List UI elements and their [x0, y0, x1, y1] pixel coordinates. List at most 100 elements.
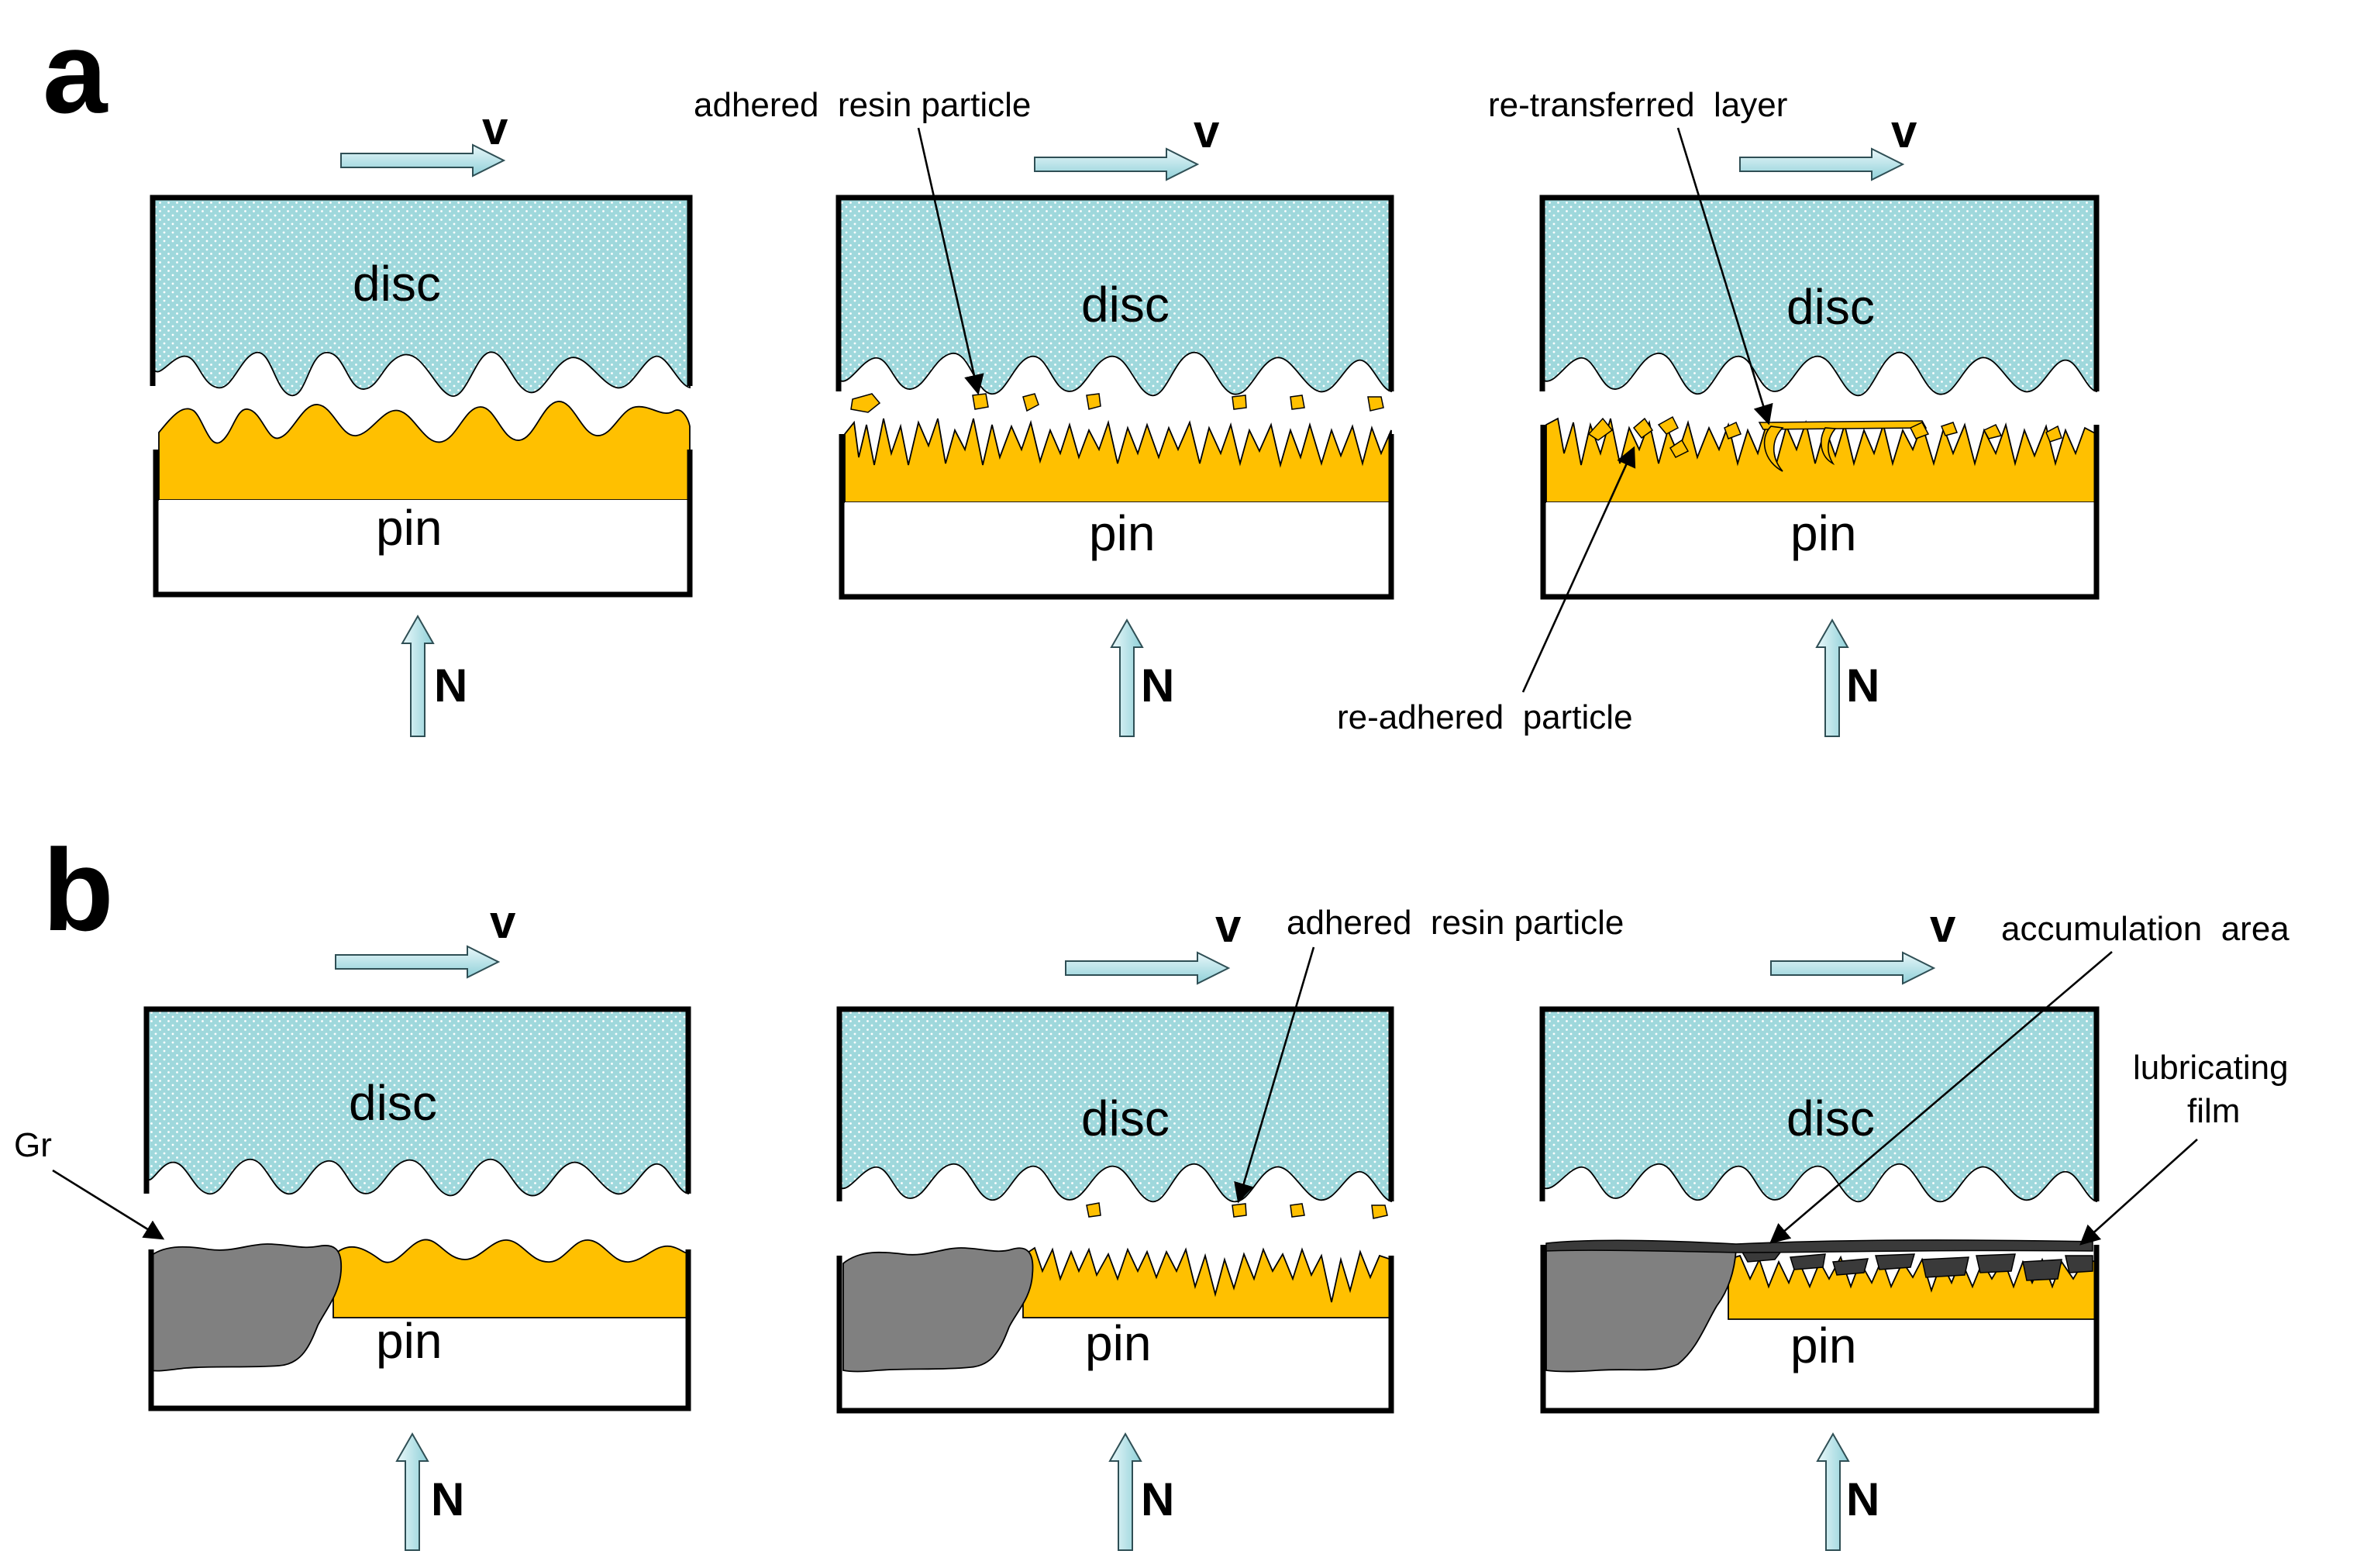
pin-label: pin: [376, 1313, 442, 1369]
normal-force-arrow: [401, 614, 435, 737]
particle: [1290, 395, 1305, 410]
particle: [1669, 439, 1690, 458]
graphite-region: [1545, 1249, 1737, 1373]
debris: [1875, 1253, 1916, 1270]
disc-body: [152, 197, 691, 398]
re-transferred-layer: [1758, 420, 1928, 430]
velocity-label: v: [1194, 105, 1220, 157]
particle: [1371, 1204, 1388, 1219]
particle: [972, 393, 989, 410]
disc-body: [1542, 1008, 2097, 1203]
pin-body: [159, 500, 690, 594]
re-adhered-particles: [1587, 415, 2062, 458]
leader-line: [2079, 1139, 2198, 1246]
leader-line: [1769, 951, 2113, 1244]
particle: [1232, 395, 1247, 410]
debris: [1921, 1256, 1969, 1278]
disc-outline: [143, 1006, 691, 1194]
resin-layer: [332, 1239, 689, 1318]
disc-outline: [1539, 195, 2100, 391]
particle: [1232, 1203, 1247, 1218]
annotation-re-transferred-layer: re-transferred layer: [1488, 86, 1787, 124]
normal-force-label: N: [434, 660, 467, 712]
annotation-lubricating-film-line1: lubricating: [2133, 1049, 2289, 1087]
pin-body: [1546, 502, 2096, 597]
leader-line: [52, 1169, 165, 1240]
adhered-particles: [850, 393, 1384, 413]
particle: [1940, 422, 1958, 436]
particle: [1983, 424, 2003, 439]
disc-body: [146, 1008, 689, 1197]
velocity-arrow: [1034, 147, 1200, 181]
pin-outline: [836, 1256, 1394, 1414]
pin-outline: [153, 450, 693, 598]
disc-body: [838, 197, 1392, 396]
particle: [1657, 415, 1679, 435]
pin-outline: [839, 434, 1394, 600]
annotation-re-adhered-particle: re-adhered particle: [1337, 698, 1633, 736]
state-b2: v disc pin N adhered resin particle: [836, 900, 1624, 1551]
debris: [1976, 1253, 2016, 1273]
disc-label: disc: [1786, 1091, 1875, 1146]
pin-label: pin: [1085, 1315, 1151, 1371]
resin-layer: [1022, 1246, 1392, 1318]
annotation-adhered-resin-particle: adhered resin particle: [694, 86, 1031, 124]
re-transferred-flake: [1821, 427, 1837, 466]
pin-outline: [148, 1249, 691, 1411]
re-transferred-flake: [1763, 426, 1784, 472]
pin-label: pin: [376, 500, 442, 556]
panel-letter-a: a: [43, 7, 109, 137]
pin-label: pin: [1089, 505, 1155, 561]
disc-body: [1542, 197, 2097, 396]
particle: [1587, 417, 1614, 441]
debris: [1790, 1253, 1826, 1270]
disc-outline: [835, 195, 1394, 391]
graphite-region: [150, 1243, 343, 1372]
disc-outline: [836, 1006, 1394, 1201]
disc-label: disc: [353, 256, 441, 312]
disc-label: disc: [1081, 277, 1170, 333]
pin-outline: [1540, 425, 2100, 600]
annotation-gr: Gr: [14, 1126, 52, 1164]
normal-force-arrow: [1108, 1432, 1142, 1551]
panel-b: b v disc pin N Gr v disc: [14, 825, 2289, 1551]
velocity-label: v: [490, 896, 516, 948]
normal-force-label: N: [431, 1473, 464, 1525]
pin-body: [845, 502, 1391, 597]
leader-line: [1234, 946, 1315, 1204]
velocity-label: v: [482, 102, 508, 154]
debris: [2022, 1259, 2062, 1281]
velocity-label: v: [1930, 900, 1956, 952]
pin-label: pin: [1790, 1318, 1856, 1373]
particle: [850, 393, 881, 413]
particle: [1290, 1203, 1305, 1218]
debris: [1832, 1258, 1869, 1276]
velocity-arrow: [1770, 951, 1936, 985]
normal-force-label: N: [1846, 660, 1879, 712]
state-b3: v disc pin N accumulati: [1539, 900, 2289, 1551]
annotation-accumulation-area: accumulation area: [2001, 910, 2289, 948]
resin-layer: [158, 401, 691, 501]
disc-label: disc: [1081, 1091, 1170, 1146]
resin-layer: [1545, 417, 2097, 503]
annotation-adhered-resin-particle: adhered resin particle: [1287, 904, 1624, 942]
velocity-arrow: [335, 945, 501, 979]
disc-outline: [1539, 1006, 2100, 1201]
state-b1: v disc pin N Gr: [14, 896, 691, 1551]
particle: [2045, 425, 2062, 443]
leader-line: [1521, 446, 1636, 693]
disc-label: disc: [1786, 279, 1875, 335]
particle: [1022, 393, 1039, 412]
disc-label: disc: [349, 1075, 437, 1131]
velocity-arrow: [340, 143, 506, 177]
particle: [1086, 1202, 1101, 1218]
velocity-label: v: [1891, 105, 1917, 157]
particle: [1909, 422, 1930, 439]
disc-outline: [150, 195, 693, 386]
panel-letter-b: b: [43, 825, 114, 955]
pin-outline: [1540, 1245, 2100, 1414]
lubricating-film: [1545, 1239, 2093, 1253]
annotation-lubricating-film-line2: film: [2187, 1092, 2240, 1130]
particle: [1632, 417, 1654, 439]
